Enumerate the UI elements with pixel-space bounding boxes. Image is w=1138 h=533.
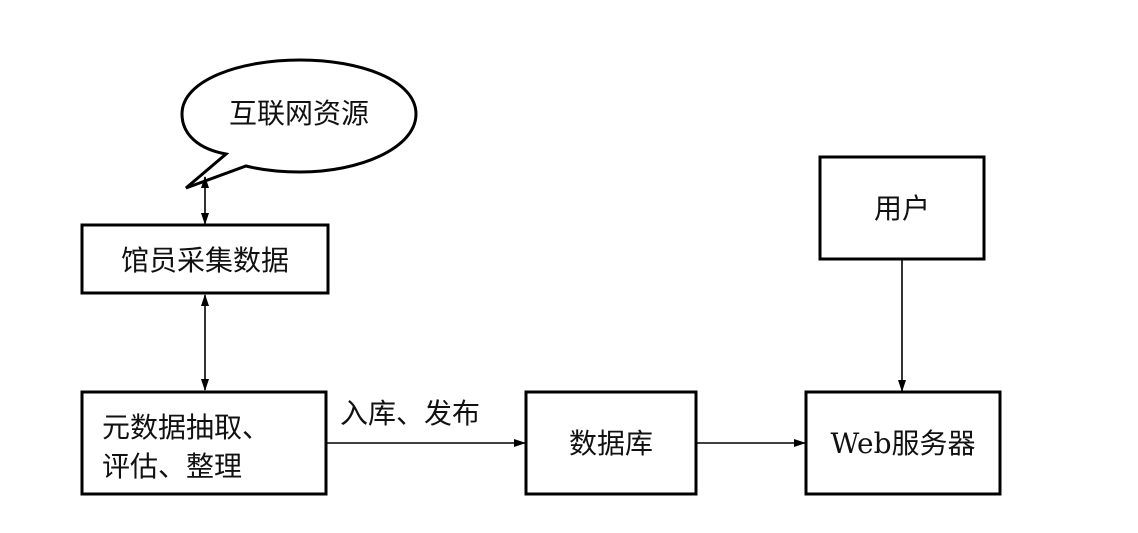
librarian-collect-box — [80, 223, 330, 295]
web-server-box — [804, 390, 1002, 496]
database-node: 数据库 — [524, 390, 698, 496]
librarian-collect-label: 馆员采集数据 — [121, 244, 289, 277]
metadata-process-box — [80, 390, 328, 496]
librarian-collect-node: 馆员采集数据 — [80, 223, 330, 295]
web-server-label: Web服务器 — [831, 427, 976, 460]
database-box — [524, 390, 698, 496]
internet-resources-bubble: 互联网资源 — [180, 58, 418, 190]
internet-resources-label: 互联网资源 — [229, 97, 369, 130]
database-label: 数据库 — [569, 427, 653, 460]
metadata-process-label-line2: 评估、整理 — [102, 450, 242, 483]
user-box — [818, 155, 986, 261]
user-node: 用户 — [818, 155, 986, 261]
speech-bubble-shape — [180, 58, 418, 190]
user-label: 用户 — [874, 192, 930, 225]
metadata-process-node: 元数据抽取、 评估、整理 — [80, 390, 328, 496]
web-server-node: Web服务器 — [804, 390, 1002, 496]
metadata-process-label-line1: 元数据抽取、 — [102, 411, 270, 444]
store-publish-label: 入库、发布 — [340, 397, 480, 430]
